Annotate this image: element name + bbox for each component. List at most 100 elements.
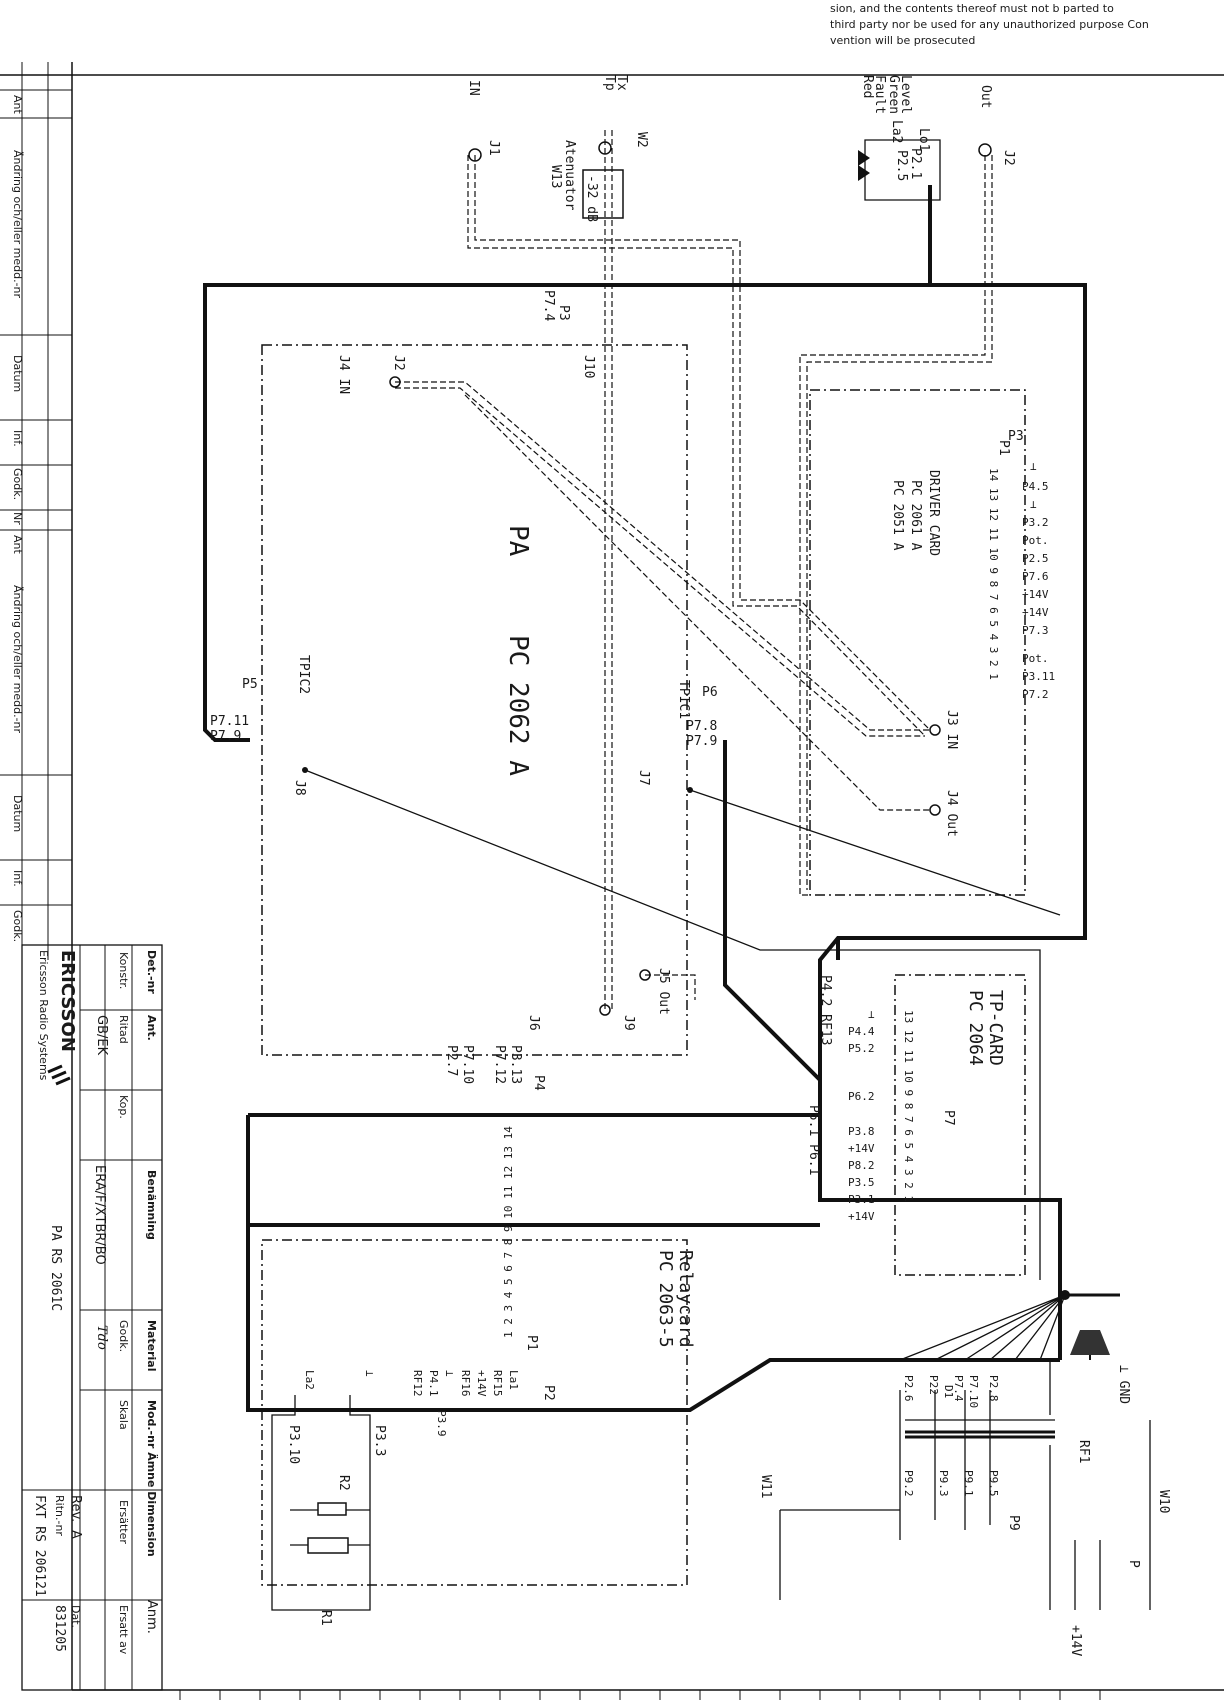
department: ERA/F/XTBR/BO — [92, 1165, 107, 1265]
jack-pa-j2-icon — [389, 376, 401, 388]
tp-p42: P4.2 RF13 — [818, 975, 833, 1045]
relay-card-name: Relaycard — [675, 1250, 696, 1348]
pa-card-outline — [261, 344, 688, 1056]
pa-p3: P3 — [556, 305, 571, 321]
driver-card-code2: PC 2051 A — [890, 480, 905, 551]
connector-jacks — [302, 141, 992, 1016]
label-p25: P2.5 — [894, 150, 909, 181]
power-14v: +14V — [1068, 1625, 1083, 1656]
label-out: Out — [978, 85, 993, 108]
jack-driver-j4-icon — [929, 804, 941, 816]
relay-pin-9: La2 — [303, 1370, 316, 1390]
label-atenuator: Atenuator — [562, 140, 577, 211]
title-block: ERICSSON Ericsson Radio Systems Det.-nr … — [21, 944, 163, 1691]
rev-inf-1: Inf. — [11, 430, 24, 447]
ritad-label: Ritad — [117, 1015, 130, 1044]
power-w11: W11 — [758, 1475, 773, 1498]
skala-label: Skala — [117, 1400, 130, 1430]
company-sub: Ericsson Radio Systems — [37, 950, 50, 1081]
power-pin-p93: P9.3 — [937, 1470, 950, 1497]
power-pin-p91: P9.1 — [962, 1470, 975, 1497]
power-rf1: RF1 — [1076, 1440, 1091, 1463]
led-lo1-icon — [858, 150, 870, 166]
pa-j8: J8 — [292, 780, 307, 796]
relay-card-outline — [261, 1239, 688, 1586]
driver-card-name: DRIVER CARD — [926, 470, 941, 556]
pa-card-code: PC 2062 A — [503, 635, 533, 776]
drawing-number: FXT RS 206121 — [32, 1495, 47, 1597]
driver-pin-11: Pot. — [1022, 652, 1049, 665]
coax-runs — [395, 130, 993, 1010]
relay-pin-numbers: 1 2 3 4 5 6 7 8 9 10 11 12 13 14 — [502, 1126, 515, 1338]
relay-pin-7: RF12 — [411, 1370, 424, 1397]
tp-pin-6: +14V — [848, 1142, 875, 1155]
tp-pin-8: P3.5 — [848, 1176, 875, 1189]
driver-pin-6: P2.5 — [1022, 552, 1049, 565]
rev-ant-2: Ant — [11, 535, 24, 554]
mod-label: Mod.-nr Ämne Dimension — [145, 1400, 159, 1557]
jack-pa-j7-icon — [687, 787, 693, 793]
rev-godk-1: Godk. — [11, 468, 24, 500]
label-la2: La2 — [889, 120, 904, 143]
tp-pin-4: P6.2 — [848, 1090, 875, 1103]
tp-pin-7: P8.2 — [848, 1159, 875, 1172]
pa-p5: P5 — [242, 677, 258, 692]
power-bundle — [779, 1420, 1151, 1610]
power-pin-p74: P7.4 — [952, 1375, 965, 1402]
power-pin-p26: P2.6 — [902, 1375, 915, 1402]
revision-column: Ant Ändring och/eller medd.-nr Datum Inf… — [0, 62, 72, 960]
rev-godk-2: Godk. — [11, 910, 24, 942]
pa-j9: J9 — [621, 1015, 636, 1031]
label-j2: J2 — [1001, 150, 1016, 166]
cable-harness — [203, 185, 1087, 1412]
rev-value: A — [68, 1530, 83, 1539]
power-pin-p710: P7.10 — [967, 1375, 980, 1408]
driver-pin-12: P3.11 — [1022, 670, 1055, 683]
jack-pa-j8-icon — [302, 767, 308, 773]
driver-pin-3: ⊥ — [1030, 498, 1037, 511]
driver-card-code1: PC 2061 A — [908, 480, 923, 551]
driver-pin-numbers: 14 13 12 11 10 9 8 7 6 5 4 3 2 1 — [987, 468, 1000, 680]
label-tx: Tx — [614, 75, 629, 91]
ritad-value: GB/EK — [94, 1015, 109, 1056]
relay-pin-6: P4.1 — [427, 1370, 440, 1397]
rev-andring-1: Ändring och/eller medd.-nr — [11, 150, 24, 299]
jack-pa-j5-icon — [639, 969, 651, 981]
rev-datum-1: Datum — [11, 355, 24, 392]
konstr-label: Konstr. — [117, 952, 130, 989]
relay-p310: P3.10 — [286, 1425, 301, 1464]
tp-p51: P5.1 P6.1 — [806, 1105, 821, 1175]
led-la2-icon — [858, 165, 870, 181]
label-green: Green — [886, 75, 901, 114]
tp-card-name: TP-CARD — [985, 990, 1006, 1066]
ersatt-av-label: Ersatt av — [117, 1605, 130, 1655]
relay-r1: R1 — [318, 1610, 333, 1626]
ericsson-logo — [47, 1064, 71, 1086]
tp-pin-9: P3.1 — [848, 1193, 875, 1206]
pa-j10: J10 — [581, 355, 596, 378]
notice-line2: third party nor be used for any unauthor… — [830, 18, 1149, 31]
label-w13: W13 — [548, 165, 563, 188]
tp-card-outline — [894, 974, 1026, 1276]
pa-p4-pin-1: P3.13 — [508, 1045, 523, 1084]
pa-p78: P7.8 — [686, 719, 717, 734]
pa-p711: P7.11 — [210, 714, 249, 729]
anm-label: Anm. — [144, 1600, 159, 1634]
pa-j4-in: J4 IN — [336, 355, 351, 394]
rev-label: Rev. — [68, 1495, 83, 1522]
pa-p4-pin-2: P7.12 — [492, 1045, 507, 1084]
relay-pin-4: RF16 — [459, 1370, 472, 1397]
tp-card-code: PC 2064 — [965, 990, 986, 1066]
driver-j3: J3 IN — [944, 710, 959, 749]
pa-card-name: PA — [503, 525, 533, 557]
pa-tpic1: TPIC1 — [676, 680, 691, 719]
label-j1: J1 — [486, 140, 501, 156]
tp-pin-1: ⊥ — [868, 1008, 875, 1021]
relay-pin-1: La1 — [507, 1370, 520, 1390]
driver-pin-10: P7.3 — [1022, 624, 1049, 637]
kop-label: Kop. — [117, 1095, 130, 1119]
capacitor-bank — [899, 1360, 1055, 1540]
pa-p74: P7.4 — [541, 290, 556, 321]
label-in: IN — [466, 80, 481, 96]
company-name: ERICSSON — [57, 950, 78, 1052]
